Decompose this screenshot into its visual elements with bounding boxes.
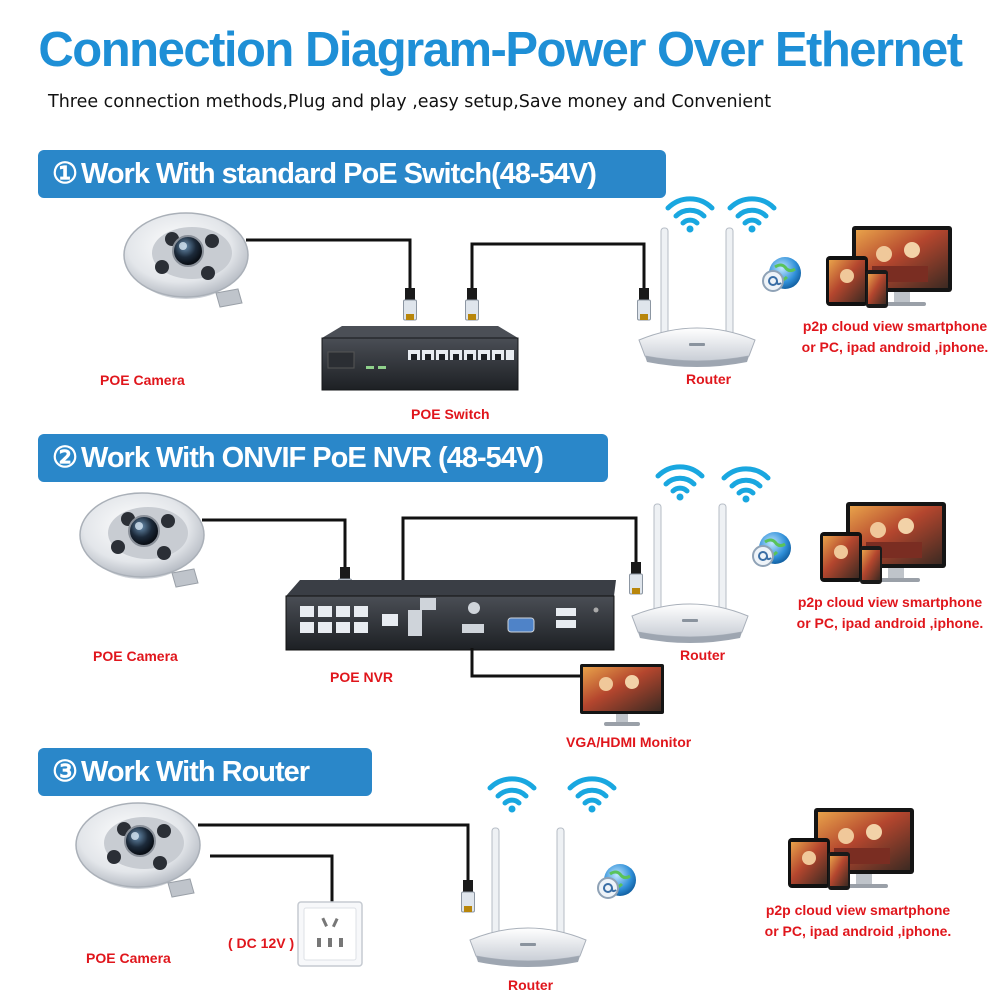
router-2-icon bbox=[631, 503, 749, 644]
wifi-icon bbox=[668, 199, 712, 233]
wifi-icon bbox=[730, 199, 774, 233]
section-number: ① bbox=[52, 158, 78, 190]
poe-switch-icon bbox=[321, 325, 519, 391]
cloud-line-1: p2p cloud view smartphone bbox=[797, 594, 983, 610]
cloud-view-label: p2p cloud view smartphone or PC, ipad an… bbox=[800, 316, 990, 358]
section-2-art bbox=[79, 467, 946, 726]
page-title: Connection Diagram-Power Over Ethernet bbox=[38, 23, 963, 77]
cloud-line-1: p2p cloud view smartphone bbox=[765, 902, 951, 918]
cloud-line-2: or PC, ipad android ,iphone. bbox=[764, 923, 952, 939]
monitor-label: VGA/HDMI Monitor bbox=[566, 734, 692, 750]
poe-camera-2-icon bbox=[79, 492, 205, 588]
globe-at-icon bbox=[596, 862, 638, 900]
section-3-art bbox=[75, 779, 914, 968]
section-number: ③ bbox=[52, 756, 78, 788]
rj45-plug-icon bbox=[465, 287, 479, 321]
poe-nvr-icon bbox=[285, 579, 617, 651]
router-label: Router bbox=[680, 647, 726, 663]
wifi-icon bbox=[724, 469, 768, 503]
rj45-plug-icon bbox=[637, 287, 651, 321]
section-heading: Work With standard PoE Switch(48-54V) bbox=[81, 158, 597, 190]
vga-hdmi-monitor-icon bbox=[580, 664, 664, 726]
poe-camera-3-icon bbox=[75, 802, 201, 898]
page-subtitle: Three connection methods,Plug and play ,… bbox=[48, 92, 772, 112]
section-heading: Work With Router bbox=[81, 756, 310, 788]
rj45-plug-icon bbox=[403, 287, 417, 321]
devices-screens-icon bbox=[826, 226, 952, 308]
section-1-art bbox=[123, 199, 952, 391]
router-3-icon bbox=[469, 827, 587, 968]
cloud-view-label: p2p cloud view smartphone or PC, ipad an… bbox=[792, 592, 988, 634]
section-heading: Work With ONVIF PoE NVR (48-54V) bbox=[81, 442, 544, 474]
cloud-line-2: or PC, ipad android ,iphone. bbox=[801, 339, 989, 355]
wall-socket-icon bbox=[297, 901, 363, 967]
cloud-line-1: p2p cloud view smartphone bbox=[802, 318, 988, 334]
section-number: ② bbox=[52, 442, 78, 474]
rj45-plug-icon bbox=[461, 879, 475, 913]
router-label: Router bbox=[508, 977, 554, 993]
camera-label: POE Camera bbox=[86, 950, 171, 966]
wifi-icon bbox=[570, 779, 614, 813]
power-label: ( DC 12V ) bbox=[228, 935, 295, 951]
poe-camera-1-icon bbox=[123, 212, 249, 308]
devices-screens-icon bbox=[788, 808, 914, 890]
globe-at-icon bbox=[761, 255, 803, 293]
camera-label: POE Camera bbox=[100, 372, 185, 388]
cloud-view-label: p2p cloud view smartphone or PC, ipad an… bbox=[760, 900, 956, 942]
router-1-icon bbox=[638, 227, 756, 368]
nvr-label: POE NVR bbox=[330, 669, 394, 685]
globe-at-icon bbox=[751, 530, 793, 568]
cloud-line-2: or PC, ipad android ,iphone. bbox=[796, 615, 984, 631]
wifi-icon bbox=[490, 779, 534, 813]
camera-label: POE Camera bbox=[93, 648, 178, 664]
switch-label: POE Switch bbox=[411, 406, 490, 422]
router-label: Router bbox=[686, 371, 732, 387]
rj45-plug-icon bbox=[629, 561, 643, 595]
devices-screens-icon bbox=[820, 502, 946, 584]
wifi-icon bbox=[658, 467, 702, 501]
